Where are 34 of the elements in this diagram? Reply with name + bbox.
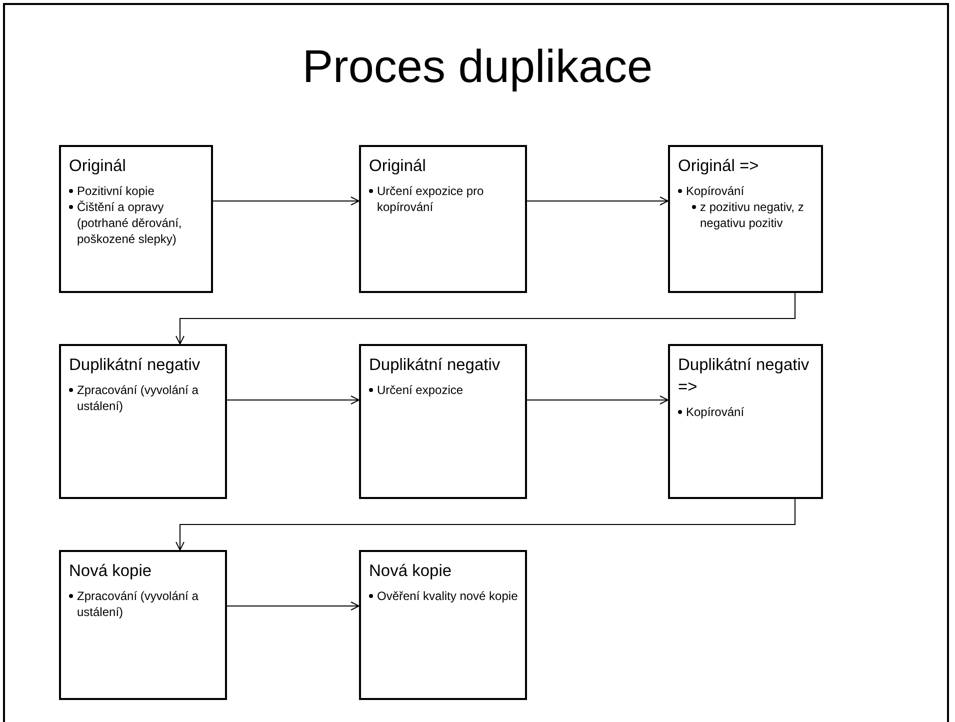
process-box <box>668 145 823 293</box>
box-heading: Duplikátní negativ <box>69 355 202 376</box>
arrow <box>526 196 668 206</box>
process-box <box>59 145 213 293</box>
bullet-text: Určení expozice <box>377 382 464 398</box>
bullet-text: Kopírování <box>686 183 744 199</box>
process-box <box>359 344 527 499</box>
box-heading: Nová kopie <box>69 561 153 582</box>
arrow <box>176 498 796 550</box>
arrow <box>212 196 360 206</box>
arrow <box>526 396 668 404</box>
title: Proces duplikace <box>301 39 654 94</box>
box-heading: Duplikátní negativ => <box>678 355 810 398</box>
bullet-text: z pozitivu negativ, z negativu pozitiv <box>700 199 805 231</box>
arrow <box>226 396 360 404</box>
bullet-text: Zpracování (vyvolání a ustálení) <box>77 382 200 414</box>
box-heading: Originál => <box>678 156 760 177</box>
box-heading: Nová kopie <box>369 561 453 582</box>
process-box <box>668 344 823 499</box>
bullet-text: Zpracování (vyvolání a ustálení) <box>77 588 200 620</box>
arrow <box>176 292 796 344</box>
arrow <box>226 602 360 610</box>
process-box <box>359 145 527 293</box>
box-heading: Originál <box>69 156 127 177</box>
box-heading: Duplikátní negativ <box>369 355 502 376</box>
bullet-text: Pozitivní kopie <box>77 183 154 199</box>
bullet-text: Určení expozice pro kopírování <box>377 183 485 215</box>
bullet-text: Kopírování <box>686 404 744 420</box>
box-heading: Originál <box>369 156 427 177</box>
process-box <box>359 550 527 700</box>
bullet-text: Čištění a opravy (potrhané děrování, poškozené slepky) <box>77 199 183 247</box>
bullet-text: Ověření kvality nové kopie <box>377 588 518 604</box>
process-box <box>59 550 227 700</box>
process-box <box>59 344 227 499</box>
